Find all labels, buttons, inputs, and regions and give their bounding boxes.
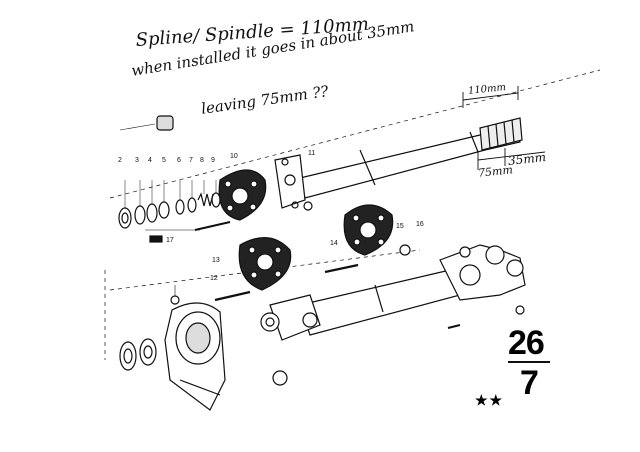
page-number-top: 26 [508,324,545,362]
washer-3 [134,205,146,225]
spline-end [479,117,523,151]
kit-box [149,235,163,243]
stars-mark: ★★ [475,392,505,408]
washer-5 [158,201,170,219]
universal-joint-right [439,244,526,301]
dimension-110 [462,86,519,108]
callout-3: 3 [135,157,139,164]
bolt-14 [324,263,359,274]
callout-16: 16 [416,221,424,228]
washer-6 [175,199,185,215]
middle-flex-disc [238,237,292,291]
callout-12: 12 [210,275,218,282]
washer-7 [187,197,197,213]
nut-16 [399,244,411,256]
callout-9: 9 [211,157,215,164]
washer-2 [118,207,132,229]
washer-4 [146,203,158,223]
callout-4: 4 [148,157,152,164]
callout-13: 13 [212,257,220,264]
callout-14: 14 [330,240,338,247]
callout-17: 17 [166,237,174,244]
page-number-bottom: 7 [520,364,539,402]
callout-10: 10 [230,153,238,160]
callout-11: 11 [308,150,315,157]
callout-5: 5 [162,157,166,164]
upper-flange [274,154,306,209]
center-bearing [164,302,226,411]
callout-15: 15 [396,223,404,230]
callout-8: 8 [200,157,204,164]
washer-9 [211,192,221,208]
cap-part [156,115,174,131]
upper-flex-disc [218,169,267,221]
bearing-ring-1 [119,341,137,371]
callout-6: 6 [177,157,181,164]
dimension-75-35 [477,148,546,170]
bolt-12 [214,290,251,302]
dust-cap [272,370,288,386]
callout-2: 2 [118,157,122,164]
bolt-upper [194,221,231,231]
spring-8 [197,192,217,207]
right-flex-disc [343,204,394,256]
callout-7: 7 [189,157,193,164]
bearing-ring-2 [139,338,157,366]
universal-joint-left [260,294,321,341]
